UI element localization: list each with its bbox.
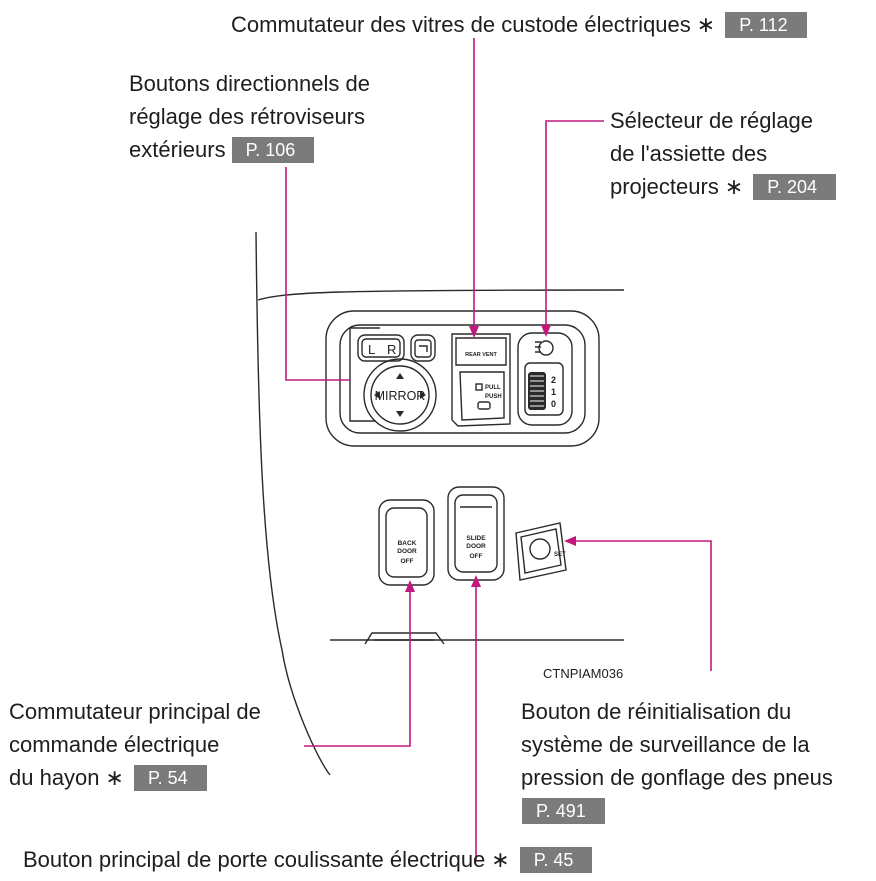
label-headlight-line3: projecteurs — [610, 174, 719, 199]
push-text: PUSH — [485, 394, 502, 400]
label-back-door-line1: Commutateur principal de — [9, 699, 261, 724]
image-code: CTNPIAM036 — [543, 666, 624, 681]
upper-panel-inner — [339, 324, 586, 434]
label-tire: Bouton de réinitialisation du système de… — [521, 695, 833, 827]
rear-vent-text: REAR VENT — [465, 352, 497, 358]
arrow-back-door — [405, 580, 415, 592]
pull-text: PULL — [485, 385, 501, 391]
arrow-tire — [564, 536, 576, 546]
label-mirror: Boutons directionnels de réglage des rét… — [129, 67, 370, 166]
set-text: SET — [554, 552, 566, 558]
page-ref-tire: P. 491 — [522, 798, 605, 824]
upper-panel-outer — [325, 310, 600, 447]
label-mirror-line2: réglage des rétroviseurs — [129, 104, 366, 129]
dial-2-text: 2 — [551, 375, 556, 385]
mirror-r-text: R — [387, 342, 396, 357]
label-headlight-line1: Sélecteur de réglage — [610, 108, 814, 133]
label-back-door-line3: du hayon — [9, 765, 100, 790]
page-ref-slide-door: P. 45 — [519, 847, 593, 873]
label-tire-line3: pression de gonflage des pneus — [521, 765, 833, 790]
label-headlight-line2: de l'assiette des — [610, 141, 768, 166]
off2-text: OFF — [470, 553, 483, 560]
arrow-slide-door — [471, 575, 481, 587]
label-mirror-line1: Boutons directionnels de — [129, 71, 370, 96]
back-text: BACK — [398, 540, 417, 547]
back-door-switch — [378, 499, 435, 586]
slide-door-switch — [447, 486, 505, 581]
label-mirror-line3: extérieurs — [129, 137, 226, 162]
page-ref-headlight: P. 204 — [753, 174, 837, 200]
console-left-edge — [255, 231, 331, 776]
slide-text: SLIDE — [466, 535, 486, 542]
page-ref-back-door: P. 54 — [133, 765, 207, 791]
arrow-headlight — [541, 325, 551, 337]
door-text: DOOR — [397, 548, 417, 555]
leader-headlight — [545, 120, 604, 329]
dial-1-text: 1 — [551, 387, 556, 397]
label-back-door: Commutateur principal de commande électr… — [9, 695, 261, 794]
page-ref-mirror: P. 106 — [231, 137, 315, 163]
rear-vent-switch — [451, 333, 511, 427]
dial-0-text: 0 — [551, 399, 556, 409]
leader-tire — [572, 540, 712, 671]
asterisk-mark: ∗ — [724, 174, 744, 199]
vent-slot — [364, 632, 445, 645]
mirror-l-text: L — [368, 342, 375, 357]
arrow-rear-window — [469, 326, 479, 338]
label-rear-window: Commutateur des vitres de custode électr… — [231, 8, 807, 41]
asterisk-mark: ∗ — [491, 847, 510, 872]
leader-back-door — [304, 590, 411, 747]
console-top-edge — [257, 289, 625, 301]
label-slide-door: Bouton principal de porte coulissante él… — [23, 843, 593, 876]
mirror-direction-pad — [363, 358, 437, 432]
label-back-door-line2: commande électrique — [9, 732, 220, 757]
door2-text: DOOR — [466, 543, 486, 550]
label-tire-line1: Bouton de réinitialisation du — [521, 699, 792, 724]
mirror-bracket — [349, 327, 380, 422]
label-rear-window-text: Commutateur des vitres de custode électr… — [231, 12, 691, 37]
mirror-lr-switch — [357, 334, 405, 362]
mirror-button-text: MIRROR — [375, 389, 426, 403]
tire-reset-button — [515, 522, 567, 581]
off-text: OFF — [401, 558, 414, 565]
leader-mirror — [285, 167, 350, 381]
label-tire-line2: système de surveillance de la — [521, 732, 810, 757]
label-headlight: Sélecteur de réglage de l'assiette des p… — [610, 104, 837, 203]
page-ref-rear-window: P. 112 — [725, 12, 807, 38]
label-slide-door-text: Bouton principal de porte coulissante él… — [23, 847, 486, 872]
mirror-fold-button — [410, 334, 436, 362]
asterisk-mark: ∗ — [105, 765, 124, 790]
asterisk-mark: ∗ — [696, 12, 716, 37]
